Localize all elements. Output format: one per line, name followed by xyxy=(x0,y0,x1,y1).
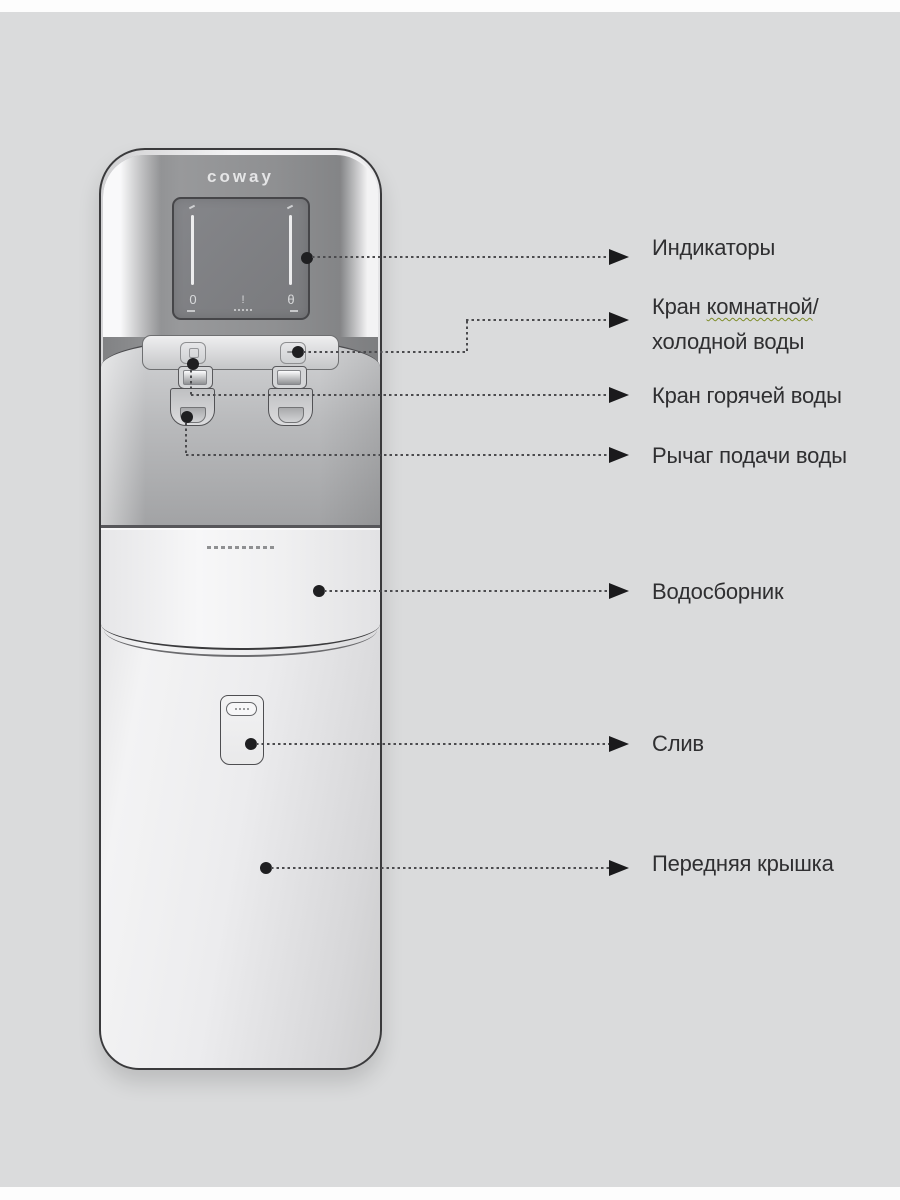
water-purifier-body: coway 0 ! θ xyxy=(99,148,382,1070)
part-dot-drain xyxy=(245,738,257,750)
cold-water-spout xyxy=(272,366,307,389)
label-drain: Слив xyxy=(652,731,704,756)
hot-spout-outlet xyxy=(183,370,207,385)
drain-handle xyxy=(226,702,257,716)
callout-line-indicators xyxy=(312,256,609,258)
tap-mount-bar xyxy=(142,335,339,370)
callout-line-front-cover xyxy=(271,867,609,869)
alert-icon: ! xyxy=(241,294,245,306)
label-room-cold-line1: Кран комнатной/ xyxy=(652,294,819,319)
callout-line-drain xyxy=(256,743,609,745)
display-microtext xyxy=(234,309,252,311)
part-dot-front-cover xyxy=(260,862,272,874)
cold-spout-outlet xyxy=(277,370,301,385)
lever-recess-right xyxy=(278,407,304,423)
lock-icon: θ xyxy=(287,292,295,307)
callout-line-collector xyxy=(324,590,609,592)
water-level-icon: 0 xyxy=(189,292,197,307)
callout-arrow-room-cold xyxy=(609,312,629,328)
spellcheck-word: комнатной xyxy=(706,294,813,319)
callout-line-hot-a xyxy=(190,370,192,395)
indicator-bar-left xyxy=(191,215,194,285)
part-dot-room-cold-tap xyxy=(292,346,304,358)
cold-button-icon xyxy=(189,348,199,358)
part-dot-hot-tap xyxy=(187,358,199,370)
model-label-microtext xyxy=(207,546,277,549)
indicator-tick-left xyxy=(188,204,196,210)
label-collector: Водосборник xyxy=(652,579,784,604)
label-hot-tap: Кран горячей воды xyxy=(652,383,842,408)
label-indicators: Индикаторы xyxy=(652,235,776,260)
bottom-white-strip xyxy=(0,1187,900,1200)
part-dot-indicators xyxy=(301,252,313,264)
drain-cap xyxy=(220,695,264,765)
indicator-display: 0 ! θ xyxy=(172,197,310,320)
indicator-bar-right xyxy=(289,215,292,285)
display-dash-right xyxy=(290,310,298,312)
part-dot-collector xyxy=(313,585,325,597)
callout-arrow-lever xyxy=(609,447,629,463)
collector-lower-seam xyxy=(104,526,377,657)
callout-arrow-collector xyxy=(609,583,629,599)
callout-line-room-cold-b xyxy=(466,321,468,353)
label-room-cold-tap: Кран комнатной/ холодной воды xyxy=(652,289,819,359)
body-left-highlight xyxy=(103,155,161,337)
callout-line-lever-a xyxy=(185,423,187,456)
callout-arrow-drain xyxy=(609,736,629,752)
callout-arrow-hot xyxy=(609,387,629,403)
water-collector-panel xyxy=(101,526,380,650)
callout-line-room-cold-a xyxy=(303,351,468,353)
body-right-highlight xyxy=(340,155,378,337)
display-dash-left xyxy=(187,310,195,312)
brand-logo: coway xyxy=(207,167,274,186)
top-white-strip xyxy=(0,0,900,12)
callout-line-lever-b xyxy=(186,454,609,456)
callout-line-hot-b xyxy=(191,394,609,396)
callout-arrow-indicators xyxy=(609,249,629,265)
label-lever: Рычаг подачи воды xyxy=(652,443,847,468)
callout-arrow-front-cover xyxy=(609,860,629,876)
callout-line-room-cold-c xyxy=(466,319,609,321)
label-front-cover: Передняя крышка xyxy=(652,851,834,876)
indicator-tick-right xyxy=(286,204,294,210)
label-room-cold-line2: холодной воды xyxy=(652,329,805,354)
drain-handle-mark xyxy=(235,708,249,710)
part-dot-lever xyxy=(181,411,193,423)
